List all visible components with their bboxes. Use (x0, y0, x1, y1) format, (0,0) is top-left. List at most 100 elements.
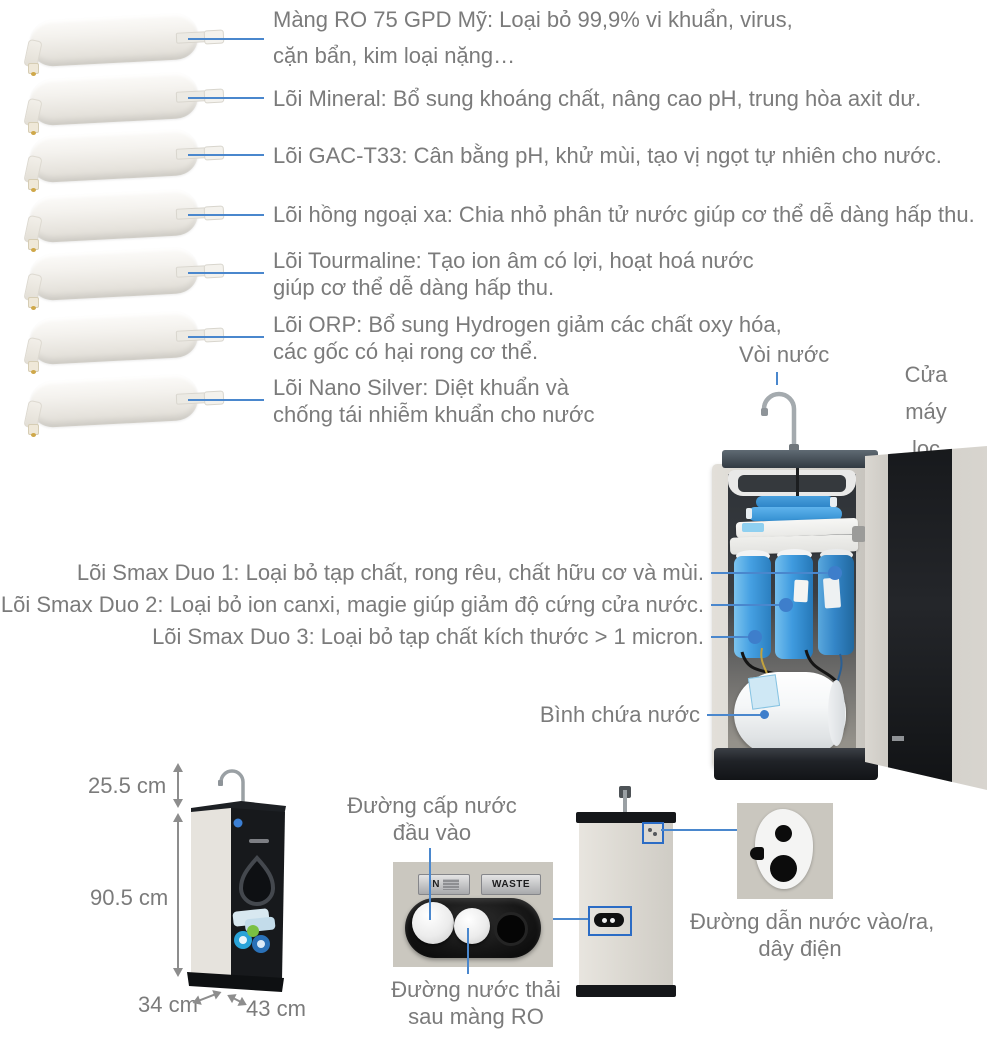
port-waste-label: WASTE (491, 879, 531, 890)
cabinet-top-cap (722, 450, 878, 468)
cartridge-elbow-dot (31, 248, 36, 252)
inout-hole-large (770, 855, 797, 882)
smax-duo-1-label: Lõi Smax Duo 1: Loại bỏ tạp chất, rong r… (76, 560, 704, 585)
callout-line-stage1 (188, 38, 264, 40)
inlet-callout-line (429, 848, 431, 920)
purifier-closed-view (187, 769, 286, 992)
stage6-line1: Lõi ORP: Bổ sung Hydrogen giảm các chất … (273, 312, 782, 337)
filter-sticker (822, 577, 842, 609)
waste-label-line2: sau màng RO (408, 1004, 544, 1029)
ports-closeup: IN WASTE (393, 862, 553, 967)
cartridge-mineral (20, 71, 230, 135)
side-bottom-strip (576, 985, 676, 997)
filter-fitting (746, 508, 752, 519)
purifier-open-cabinet (710, 450, 882, 780)
inout-notch (750, 847, 764, 860)
cartridge-body (28, 12, 200, 68)
filter-sticker (793, 579, 809, 603)
stage3-description: Lõi GAC-T33: Cân bằng pH, khử mùi, tạo v… (273, 143, 942, 168)
side-port-hole (602, 918, 607, 923)
callout-line-stage2 (188, 97, 264, 99)
tank-end-cap (828, 680, 845, 746)
dimension-faucet-height: 25.5 cm (88, 773, 167, 798)
inout-label-line1: Đường dẫn nước vào/ra, (690, 909, 935, 934)
dimension-width: 43 cm (246, 996, 306, 1021)
smax-duo-2-dot (779, 598, 793, 612)
arrow-width (227, 994, 247, 1006)
cartridge-elbow-dot (31, 306, 36, 310)
faucet-callout-line (776, 372, 778, 385)
door-vent (892, 736, 904, 741)
rear-port-dot (653, 832, 657, 836)
tank-callout-dot (760, 710, 769, 719)
waste-port-cap (454, 908, 490, 944)
horizontal-filter-lower (748, 507, 842, 521)
cartridge-tourmaline (20, 246, 230, 310)
stage1-line2: cặn bẩn, kim loại nặng… (273, 43, 516, 68)
inlet-label-line1: Đường cấp nước (347, 793, 517, 818)
smax-duo-3-label: Lõi Smax Duo 3: Loại bỏ tạp chất kích th… (152, 624, 704, 649)
smax-duo-2-line (711, 604, 793, 606)
cartridge-ro-membrane (20, 12, 230, 76)
stage2-description: Lõi Mineral: Bổ sung khoáng chất, nâng c… (273, 86, 922, 111)
interior-top-window (738, 475, 846, 492)
port-in-plate: IN (418, 874, 470, 895)
port-in-label: IN (429, 879, 440, 890)
cabinet-base (714, 748, 878, 780)
cartridge-elbow-dot (31, 131, 36, 135)
cartridge-body (28, 310, 200, 366)
rear-port-highlight (642, 822, 664, 844)
side-port-hole (610, 918, 615, 923)
faucet-label: Vòi nước (739, 342, 830, 367)
cartridge-tip (203, 327, 225, 343)
door-label-line1: Cửa (904, 362, 948, 387)
tank-callout-line (707, 714, 763, 716)
stage7-line1: Lõi Nano Silver: Diệt khuẩn và (273, 375, 569, 400)
faucet-stub (623, 790, 627, 814)
spare-port-recess (494, 912, 528, 946)
door-inner-panel (888, 446, 952, 790)
callout-line-stage6 (188, 336, 264, 338)
side-top-strip (576, 812, 676, 823)
dimension-body-height: 90.5 cm (90, 885, 169, 910)
arrow-faucet-height (173, 763, 183, 808)
stage7-description: Lõi Nano Silver: Diệt khuẩn và chống tái… (273, 374, 594, 428)
cartridge-nano-silver (20, 373, 230, 437)
inout-closeup (737, 803, 833, 899)
purifier-side-view (576, 786, 676, 1000)
membrane-end-fitting (852, 526, 866, 542)
callout-line-stage3 (188, 154, 264, 156)
tank-label: Bình chứa nước (539, 702, 700, 727)
stage7-line2: chống tái nhiễm khuẩn cho nước (273, 402, 595, 427)
stage5-description: Lõi Tourmaline: Tạo ion âm có lợi, hoạt … (273, 247, 754, 301)
membrane-blue-label (742, 523, 764, 532)
side-to-inout-line (661, 829, 737, 831)
smax-duo-2-label: Lõi Smax Duo 2: Loại bỏ ion canxi, magie… (0, 592, 704, 617)
port-in-fineprint (443, 879, 459, 890)
side-panel (579, 823, 673, 985)
cartridge-tip (203, 145, 225, 161)
ports-to-side-line (553, 918, 588, 920)
rear-port-dot (648, 828, 652, 832)
cartridge-tip (203, 263, 225, 279)
cartridge-tip (203, 88, 225, 104)
callout-line-stage4 (188, 214, 264, 216)
cartridge-far-infrared (20, 188, 230, 252)
cartridge-tip (203, 390, 225, 406)
stage6-description: Lõi ORP: Bổ sung Hydrogen giảm các chất … (273, 311, 782, 365)
side-port-highlight (588, 906, 632, 936)
horizontal-filter-upper (756, 496, 834, 508)
waste-label: Đường nước thải sau màng RO (368, 976, 584, 1030)
waste-callout-line (467, 928, 469, 974)
inout-hole-small (775, 825, 792, 842)
cartridge-elbow-dot (31, 188, 36, 192)
smax-duo-1-dot (828, 566, 842, 580)
inlet-label-line2: đầu vào (392, 820, 472, 845)
inout-label: Đường dẫn nước vào/ra, dây điện (690, 908, 935, 962)
door-label-line2: máy (905, 399, 947, 424)
arrow-depth (192, 990, 222, 1005)
faucet-icon (761, 391, 799, 454)
stage5-line1: Lõi Tourmaline: Tạo ion âm có lợi, hoạt … (273, 248, 754, 273)
cartridge-elbow-dot (31, 72, 36, 76)
